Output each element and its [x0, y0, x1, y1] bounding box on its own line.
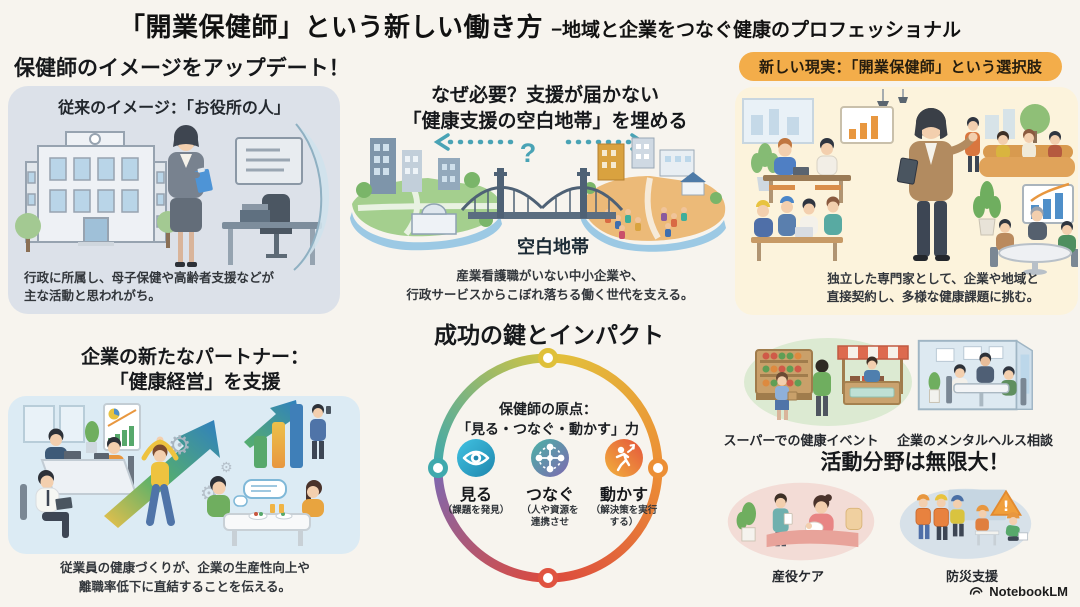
- skill-connect-label: つなぐ: [525, 487, 574, 504]
- relief-workers: [915, 494, 1029, 546]
- mother-and-baby: [766, 494, 859, 548]
- section-heading-partner: 企業の新たなパートナー： 「健康経営」を支援: [80, 347, 309, 393]
- plant: [85, 421, 99, 453]
- bulletin-board: [235, 137, 303, 185]
- public-health-nurse-figure: [168, 125, 213, 267]
- title-main: 「開業保健師」という新しい働き方: [118, 12, 543, 42]
- person-with-phone: [310, 404, 331, 459]
- supermarket-event-illustration: [744, 338, 912, 426]
- title-subtitle: −地域と企業をつなぐ健康のプロフェッショナル: [550, 20, 962, 41]
- stretching-employee: [141, 436, 179, 526]
- sofa-group: [965, 104, 1075, 177]
- skill-move: 動かす （解決策を実行 する）: [590, 438, 658, 530]
- section-heading-fields: 活動分野は無限大！: [820, 451, 1010, 474]
- section-heading-gap: なぜ必要？支援が届かない 「健康支援の空白地帯」を埋める: [402, 85, 688, 132]
- meeting-people: [946, 352, 1027, 406]
- skill-see-desc: （課題を発見）: [442, 505, 510, 516]
- badge-new-reality: 新しい現実：「開業保健師」という選択肢: [739, 52, 1063, 81]
- disaster-support-illustration: !: [899, 488, 1032, 559]
- network-icon: [531, 439, 569, 477]
- svg-text:⚙: ⚙: [168, 431, 191, 461]
- skill-row: 見る （課題を発見） つなぐ （人や資源を 連携させ 動か: [442, 438, 658, 530]
- desk-coworkers: [763, 138, 851, 203]
- caption-traditional-image: 行政に所属し、母子保健や高齢者支援などが 主な活動と思われがち。: [24, 270, 275, 304]
- wall-chart: [840, 106, 894, 144]
- gap-bridge-illustration: [350, 133, 726, 252]
- skill-connect-desc: （人や資源を 連携させ: [521, 505, 579, 529]
- presenter-nurse-figure: [896, 108, 978, 261]
- shoppers: [775, 356, 880, 420]
- notebooklm-watermark: NotebookLM: [968, 583, 1068, 599]
- panel-label-traditional: 従来のイメージ：「お役所の人」: [58, 100, 290, 117]
- field-caption-mental-health: 企業のメンタルヘルス相談: [896, 433, 1053, 448]
- eye-icon: [457, 439, 495, 477]
- page-curl: [293, 123, 330, 271]
- meeting-group: [973, 181, 1078, 275]
- plant: [736, 502, 756, 542]
- people-groups: [605, 207, 687, 239]
- independent-nurse-office-illustration: [742, 89, 1078, 275]
- healthy-lunch-pair: [207, 476, 324, 546]
- window: [742, 98, 814, 144]
- success-core-label: 保健師の原点： 「見る・つなぐ・動かす」力: [457, 401, 639, 438]
- bridge-label: 空白地帯: [517, 237, 589, 257]
- caption-partner: 従業員の健康づくりが、企業の生産性向上や 離職率低下に直結することを伝える。: [60, 561, 310, 594]
- caption-gap: 産業看護職がいない中小企業や、 行政サービスからこぼれ落ちる働く世代を支える。: [406, 269, 694, 302]
- armchair: [845, 507, 863, 530]
- ceiling-lamps: [877, 89, 908, 108]
- notebooklm-icon: [970, 587, 983, 595]
- government-building: [25, 131, 167, 246]
- panel-partner: ⚙⚙⚙: [8, 396, 360, 554]
- office-windows: [23, 405, 85, 443]
- plant: [928, 372, 941, 403]
- section-heading-success: 成功の鍵とインパクト: [434, 322, 664, 348]
- skill-see: 見る （課題を発見）: [442, 438, 510, 530]
- warning-sign: !: [989, 489, 1023, 516]
- suspension-bridge: [460, 168, 624, 219]
- panel-new-reality: 独立した専門家として、企業や地域と 直接契約し、多様な健康課題に挑む。: [735, 87, 1078, 315]
- success-ring: [428, 348, 668, 588]
- field-caption-supermarket: スーパーでの健康イベント: [723, 433, 879, 448]
- question-mark: ?: [519, 138, 537, 168]
- worker-table-group: [751, 196, 843, 261]
- bar-chart: [254, 404, 303, 468]
- seated-employee: [20, 470, 73, 538]
- government-office-illustration: [15, 123, 330, 271]
- skill-move-label: 動かす: [599, 487, 648, 504]
- caption-new-reality: 独立した専門家として、企業や地域と 直接契約し、多様な健康課題に挑む。: [826, 271, 1040, 305]
- field-caption-disaster: 防災支援: [945, 569, 998, 584]
- skill-connect: つなぐ （人や資源を 連携させ: [516, 438, 584, 530]
- desk-workers: [40, 428, 138, 495]
- skill-see-label: 見る: [459, 487, 492, 504]
- page-title: 「開業保健師」という新しい働き方 −地域と企業をつなぐ健康のプロフェッショナル: [0, 7, 1080, 44]
- runner-icon: [605, 439, 643, 477]
- panel-traditional-image: 従来のイメージ：「お役所の人」: [8, 86, 340, 314]
- healthy-company-illustration: ⚙⚙⚙: [20, 400, 331, 546]
- svg-text:⚙: ⚙: [220, 460, 233, 476]
- market-stall: [837, 345, 909, 405]
- notebooklm-label: NotebookLM: [989, 583, 1068, 599]
- right-island: [580, 137, 726, 252]
- section-heading-image-update: 保健師のイメージをアップデート！: [14, 57, 350, 80]
- skill-move-desc: （解決策を実行 する）: [590, 505, 658, 529]
- postnatal-care-illustration: [727, 482, 875, 561]
- svg-text:!: !: [1003, 499, 1010, 515]
- field-caption-postnatal: 産役ケア: [771, 569, 824, 584]
- left-island: [350, 138, 502, 251]
- mental-health-meeting-illustration: [917, 339, 1033, 411]
